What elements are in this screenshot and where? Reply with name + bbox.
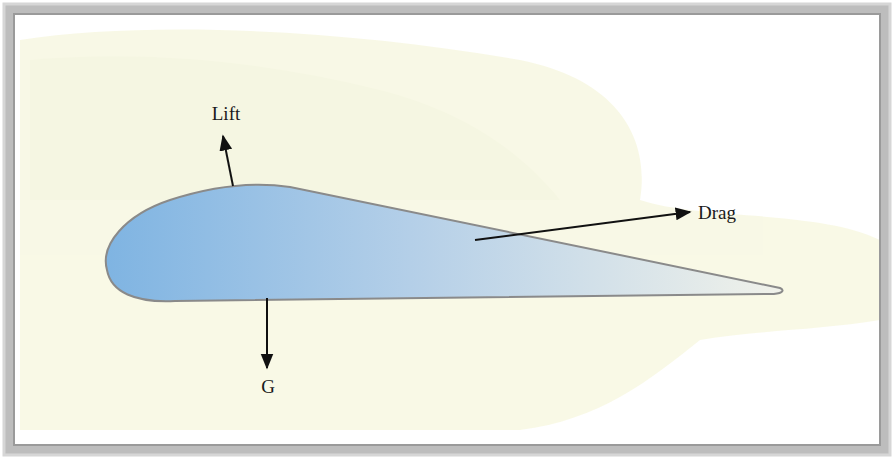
airfoil <box>106 185 783 302</box>
force-label: G <box>261 377 275 398</box>
drag-arrow <box>475 212 690 240</box>
yellow-wash <box>20 30 880 430</box>
gravity-arrow <box>266 298 268 368</box>
lift-arrow <box>223 136 233 186</box>
force-label: Lift <box>212 104 241 125</box>
frame <box>4 4 890 455</box>
force-label: Drag <box>698 203 736 224</box>
